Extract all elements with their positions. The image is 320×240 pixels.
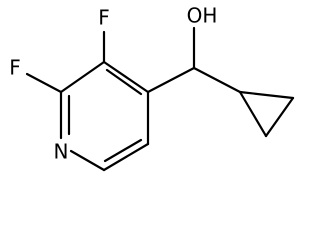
molecule-svg: OH F F N — [9, 4, 295, 172]
bond-cp-b — [238, 90, 295, 100]
hydroxyl-label: OH — [187, 4, 218, 28]
bond-cp-a — [238, 90, 268, 138]
bond-c3-c4-inner — [105, 68, 143, 96]
bond-c4-carbinol — [146, 66, 196, 94]
bond-c5-c6 — [102, 142, 150, 172]
bond-c2-f — [25, 72, 63, 94]
fluorine-top-label: F — [98, 6, 110, 30]
bond-c3-c4 — [102, 60, 150, 94]
bond-c5-c6-inner — [103, 138, 143, 163]
bond-cp-c — [264, 96, 295, 138]
structure-diagram: OH F F N — [9, 4, 295, 172]
bond-c2-c3 — [59, 60, 106, 94]
bond-carbinol-cyclopropyl — [192, 66, 242, 94]
fluorine-left-label: F — [9, 56, 21, 80]
bond-c6-n — [69, 149, 106, 172]
nitrogen-label: N — [54, 140, 69, 164]
